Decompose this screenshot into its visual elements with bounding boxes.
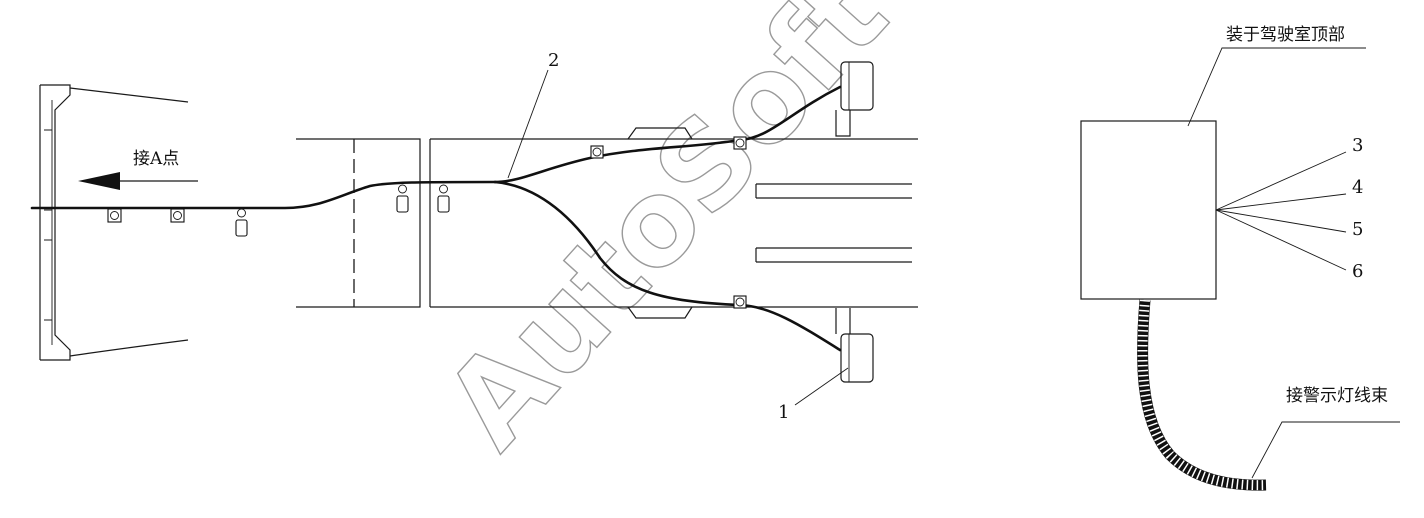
bottom-lamp [835, 308, 874, 383]
roof-label-leader [1187, 47, 1366, 127]
warning-harness-label: 接警示灯线束 [1286, 386, 1388, 406]
callout-4: 4 [1352, 177, 1363, 198]
callout-1-leader [794, 367, 849, 406]
wire-harness [30, 85, 842, 352]
cab-outline [39, 84, 189, 361]
callout-6: 6 [1352, 261, 1363, 282]
harness-clips [107, 136, 747, 309]
roof-mount-label: 装于驾驶室顶部 [1226, 25, 1345, 45]
connect-a-label: 接A点 [133, 149, 179, 169]
chassis-frame [296, 127, 918, 319]
corrugated-conduit [1137, 299, 1267, 491]
callout-1: 1 [778, 402, 789, 423]
callout-2-leader [507, 69, 549, 179]
fan-wires [1215, 151, 1347, 271]
callout-3: 3 [1352, 135, 1363, 156]
warning-label-leader [1251, 421, 1400, 479]
roof-box [1080, 120, 1217, 300]
top-lamp [835, 61, 874, 137]
callout-5: 5 [1352, 219, 1363, 240]
connect-a-arrow [78, 172, 198, 190]
callout-2: 2 [548, 50, 559, 71]
watermark: AutoSoft [418, 0, 913, 474]
